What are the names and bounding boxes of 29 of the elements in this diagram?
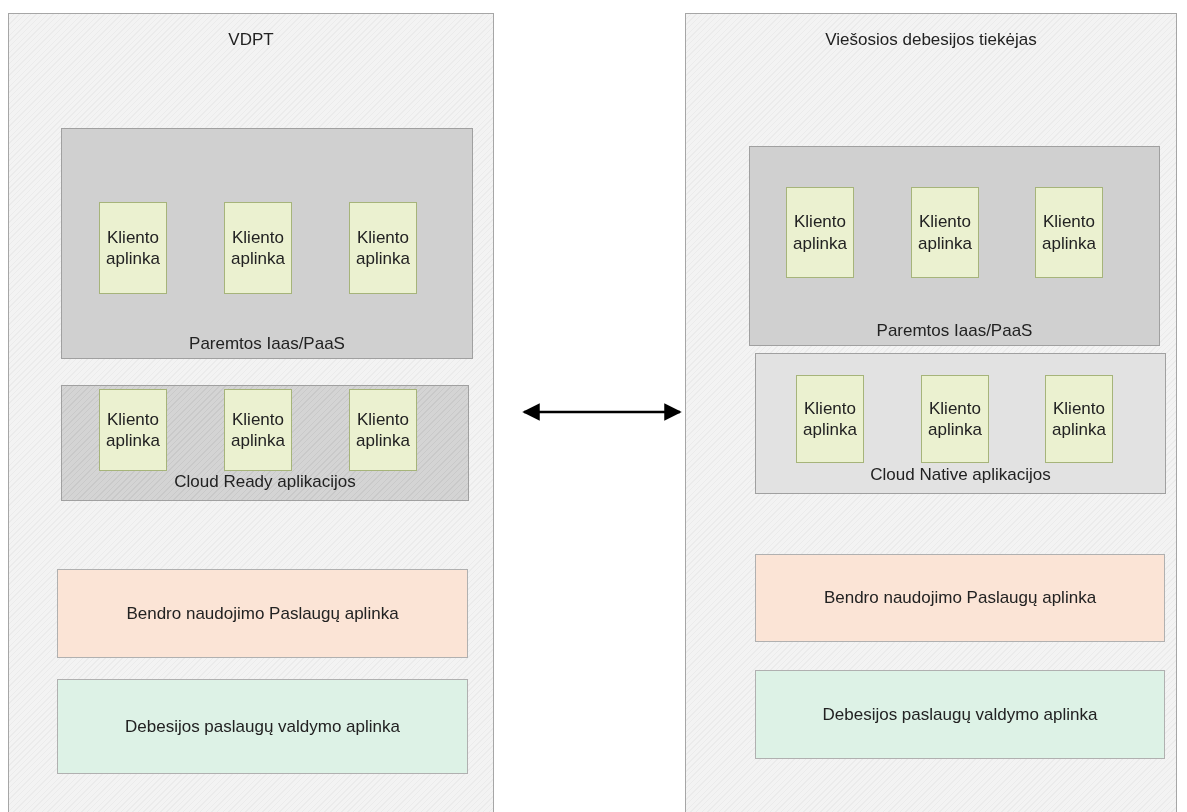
client-box: Kliento aplinka: [786, 187, 854, 278]
service-band: Bendro naudojimo Paslaugų aplinka: [755, 554, 1165, 642]
platform-box: [61, 128, 473, 359]
client-box: Kliento aplinka: [349, 202, 417, 294]
client-box: Kliento aplinka: [99, 389, 167, 471]
platform-box: [749, 146, 1160, 346]
container-panel: [8, 13, 494, 812]
platform-box: [61, 385, 469, 501]
container-panel: [685, 13, 1177, 812]
group-label: Cloud Ready aplikacijos: [174, 472, 356, 492]
client-box: Kliento aplinka: [349, 389, 417, 471]
group-label: Paremtos Iaas/PaaS: [189, 334, 345, 354]
client-box: Kliento aplinka: [1045, 375, 1113, 463]
service-band: Debesijos paslaugų valdymo aplinka: [57, 679, 468, 774]
panel-title: Viešosios debesijos tiekėjas: [825, 30, 1037, 50]
client-box: Kliento aplinka: [1035, 187, 1103, 278]
panel-title: VDPT: [228, 30, 274, 50]
client-box: Kliento aplinka: [224, 202, 292, 294]
service-band: Bendro naudojimo Paslaugų aplinka: [57, 569, 468, 658]
group-label: Cloud Native aplikacijos: [870, 465, 1051, 485]
double-arrow: [522, 403, 682, 421]
platform-box: [755, 353, 1166, 494]
client-box: Kliento aplinka: [921, 375, 989, 463]
group-label: Paremtos Iaas/PaaS: [876, 321, 1033, 341]
client-box: Kliento aplinka: [796, 375, 864, 463]
client-box: Kliento aplinka: [99, 202, 167, 294]
client-box: Kliento aplinka: [911, 187, 979, 278]
service-band: Debesijos paslaugų valdymo aplinka: [755, 670, 1165, 759]
client-box: Kliento aplinka: [224, 389, 292, 471]
